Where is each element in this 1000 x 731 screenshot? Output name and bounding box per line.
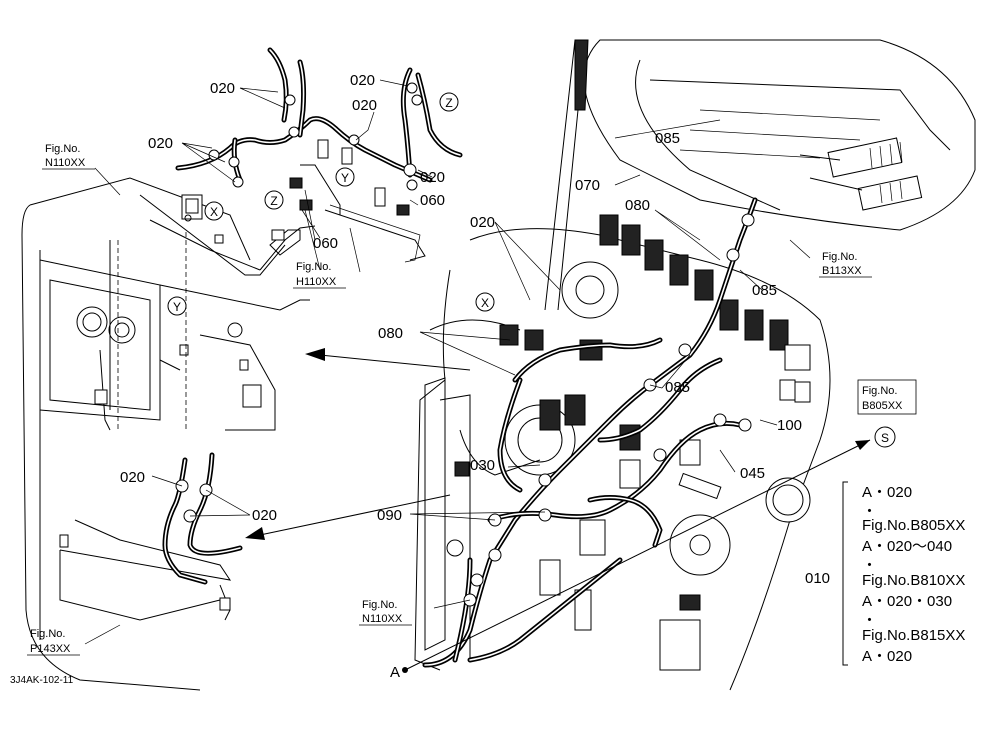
- label-020-b: 020: [148, 135, 173, 152]
- marker-z-left-label: Z: [270, 194, 277, 208]
- marker-y-left: [167, 296, 187, 316]
- legend-line-3: A・020～040: [862, 538, 952, 555]
- label-100: 100: [777, 417, 802, 434]
- label-020-a: 020: [210, 80, 235, 97]
- fig-label-b805: Fig.No.: [862, 385, 897, 397]
- marker-circles: [167, 92, 896, 448]
- legend-line-5: A・020・030: [862, 593, 952, 610]
- label-020-g: 020: [120, 469, 145, 486]
- legend-dot-3: ・: [862, 612, 877, 629]
- legend-line-2: Fig.No.B805XX: [862, 517, 965, 534]
- legend-block: A・020 ・ Fig.No.B805XX A・020～040 ・ Fig.No…: [862, 484, 965, 665]
- fig-label-n110-top: Fig.No.: [45, 143, 80, 155]
- leader-lines: [84, 79, 811, 645]
- drawing-code: 3J4AK-102-11: [10, 675, 74, 686]
- label-085-b: 085: [665, 379, 690, 396]
- fig-n110-top: N110XX: [45, 157, 86, 169]
- detail-arrows: [245, 348, 471, 540]
- label-020-h: 020: [252, 507, 277, 524]
- label-080-b: 080: [378, 325, 403, 342]
- main-wire-harness: [422, 197, 758, 668]
- marker-a-label: A: [390, 664, 400, 681]
- legend-dot-2: ・: [862, 557, 877, 574]
- marker-z-top: [439, 92, 459, 112]
- fig-b113: B113XX: [822, 265, 862, 277]
- marker-x-left: [204, 201, 224, 221]
- marker-s-label: S: [881, 431, 889, 445]
- top-wire-detail: [175, 47, 463, 271]
- fig-n110-bottom: N110XX: [362, 613, 403, 625]
- label-070: 070: [575, 177, 600, 194]
- fig-label-b113: Fig.No.: [822, 251, 857, 263]
- label-010: 010: [805, 570, 830, 587]
- left-panel-drawing: [21, 164, 426, 691]
- label-085-a: 085: [655, 130, 680, 147]
- fig-b805: B805XX: [862, 400, 903, 412]
- label-020-d: 020: [352, 97, 377, 114]
- marker-y-top-label: Y: [341, 171, 349, 185]
- label-080-a: 080: [625, 197, 650, 214]
- label-045: 045: [740, 465, 765, 482]
- label-060-a: 060: [420, 192, 445, 209]
- label-020-f: 020: [470, 214, 495, 231]
- fig-p143: P143XX: [30, 643, 71, 655]
- marker-s: [874, 426, 896, 448]
- label-030: 030: [470, 457, 495, 474]
- marker-x-left-label: X: [210, 205, 218, 219]
- fig-label-p143: Fig.No.: [30, 628, 65, 640]
- label-090: 090: [377, 507, 402, 524]
- marker-letters: X Z Y Z Y X S A: [173, 96, 889, 681]
- legend-line-6: Fig.No.B815XX: [862, 627, 965, 644]
- marker-x-main-label: X: [481, 296, 489, 310]
- marker-z-top-label: Z: [445, 96, 452, 110]
- fig-h110: H110XX: [296, 276, 337, 288]
- marker-y-top: [335, 167, 355, 187]
- fig-label-h110: Fig.No.: [296, 261, 331, 273]
- label-020-e: 020: [420, 169, 445, 186]
- marker-z-left: [264, 190, 284, 210]
- label-085-c: 085: [752, 282, 777, 299]
- part-number-labels: 020 020 020 020 020 060 060 085 070 080 …: [120, 72, 830, 587]
- legend-line-7: A・020: [862, 648, 912, 665]
- legend-line-1: A・020: [862, 484, 912, 501]
- legend-bracket: [842, 481, 848, 666]
- marker-y-left-label: Y: [173, 300, 181, 314]
- marker-x-main: [475, 292, 495, 312]
- axis-line-a-s: [402, 439, 871, 673]
- figure-reference-labels: Fig.No. N110XX Fig.No. H110XX Fig.No. B1…: [27, 143, 917, 656]
- bottom-wire-detail: [162, 452, 243, 585]
- fig-label-n110-bottom: Fig.No.: [362, 599, 397, 611]
- main-assembly-drawing: [414, 39, 976, 691]
- legend-dot-1: ・: [862, 503, 877, 520]
- label-020-c: 020: [350, 72, 375, 89]
- label-060-b: 060: [313, 235, 338, 252]
- legend-line-4: Fig.No.B810XX: [862, 572, 965, 589]
